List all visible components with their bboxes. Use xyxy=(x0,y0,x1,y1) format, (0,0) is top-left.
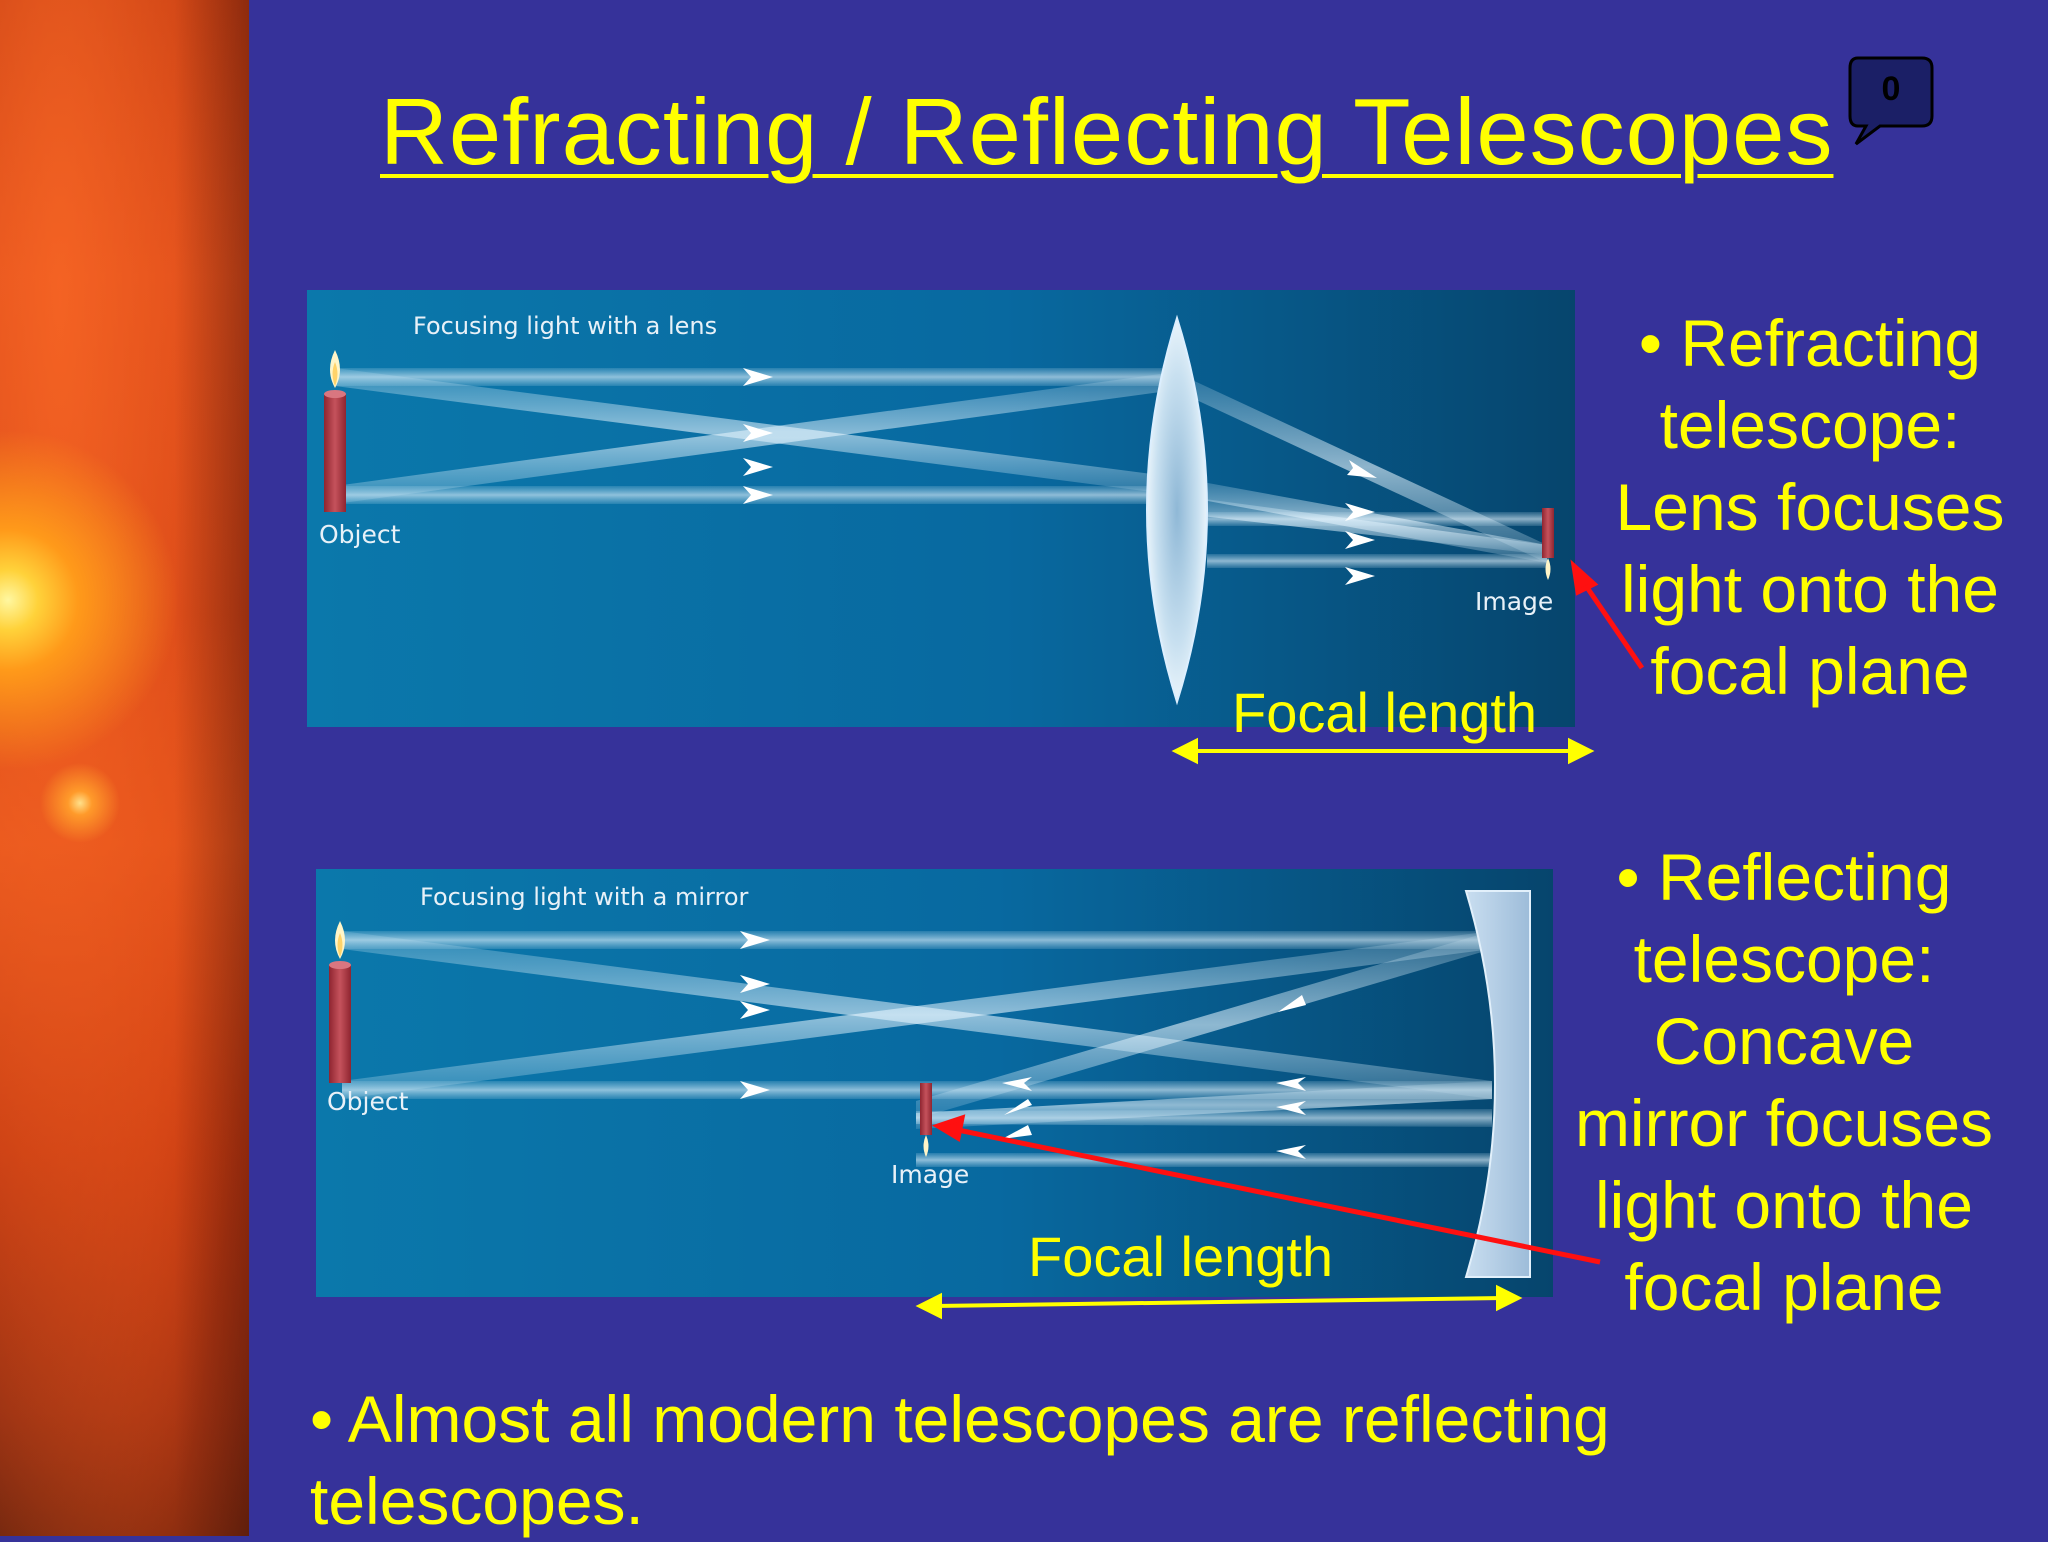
bullet-line: • Reflecting xyxy=(1616,840,1952,914)
bullet-line: Concave xyxy=(1653,1004,1915,1078)
bullet-line: • Almost all modern telescopes are refle… xyxy=(310,1382,1610,1456)
bullet-line: telescope: xyxy=(1659,388,1961,462)
slide-title: Refracting / Reflecting Telescopes xyxy=(380,79,1834,184)
bullet-line: light onto the xyxy=(1595,1168,1973,1242)
bullet-line: focal plane xyxy=(1624,1250,1944,1324)
comment-count: 0 xyxy=(1881,70,1901,108)
object-label: Object xyxy=(319,520,401,549)
bullet-line: focal plane xyxy=(1650,634,1970,708)
bullet-line: telescopes. xyxy=(310,1464,644,1538)
object-label: Object xyxy=(327,1087,409,1116)
object-candle xyxy=(329,921,351,1083)
bullet-line: Lens focuses xyxy=(1615,470,2005,544)
bullet-line: mirror focuses xyxy=(1574,1086,1994,1160)
reflecting-bullet: • Reflecting telescope: Concave mirror f… xyxy=(1560,836,2008,1328)
image-candle xyxy=(1542,508,1554,580)
speech-bubble-icon xyxy=(1848,56,1934,146)
comment-badge[interactable]: 0 xyxy=(1848,56,1934,146)
nebula-side-image xyxy=(0,0,249,1536)
diagram-caption: Focusing light with a mirror xyxy=(420,883,749,911)
bullet-line: light onto the xyxy=(1621,552,1999,626)
refracting-bullet: • Refracting telescope: Lens focuses lig… xyxy=(1600,302,2020,712)
image-label: Image xyxy=(1475,587,1554,616)
ray-arrowheads xyxy=(743,368,1377,585)
convex-lens xyxy=(1146,314,1208,706)
focal-length-label: Focal length xyxy=(1232,681,1538,744)
focal-length-label: Focal length xyxy=(1028,1225,1334,1288)
bullet-line: • Refracting xyxy=(1638,306,1982,380)
reflecting-diagram: Focusing light with a mirror Object Imag… xyxy=(316,869,1553,1297)
image-label: Image xyxy=(891,1160,970,1189)
light-rays xyxy=(342,931,1492,1167)
bottom-bullet: • Almost all modern telescopes are refle… xyxy=(310,1378,2010,1542)
image-candle xyxy=(920,1083,932,1157)
diagram-caption: Focusing light with a lens xyxy=(413,312,718,340)
bullet-line: telescope: xyxy=(1633,922,1935,996)
object-candle xyxy=(324,350,346,512)
refracting-diagram: Focusing light with a lens Object Image xyxy=(307,290,1575,727)
